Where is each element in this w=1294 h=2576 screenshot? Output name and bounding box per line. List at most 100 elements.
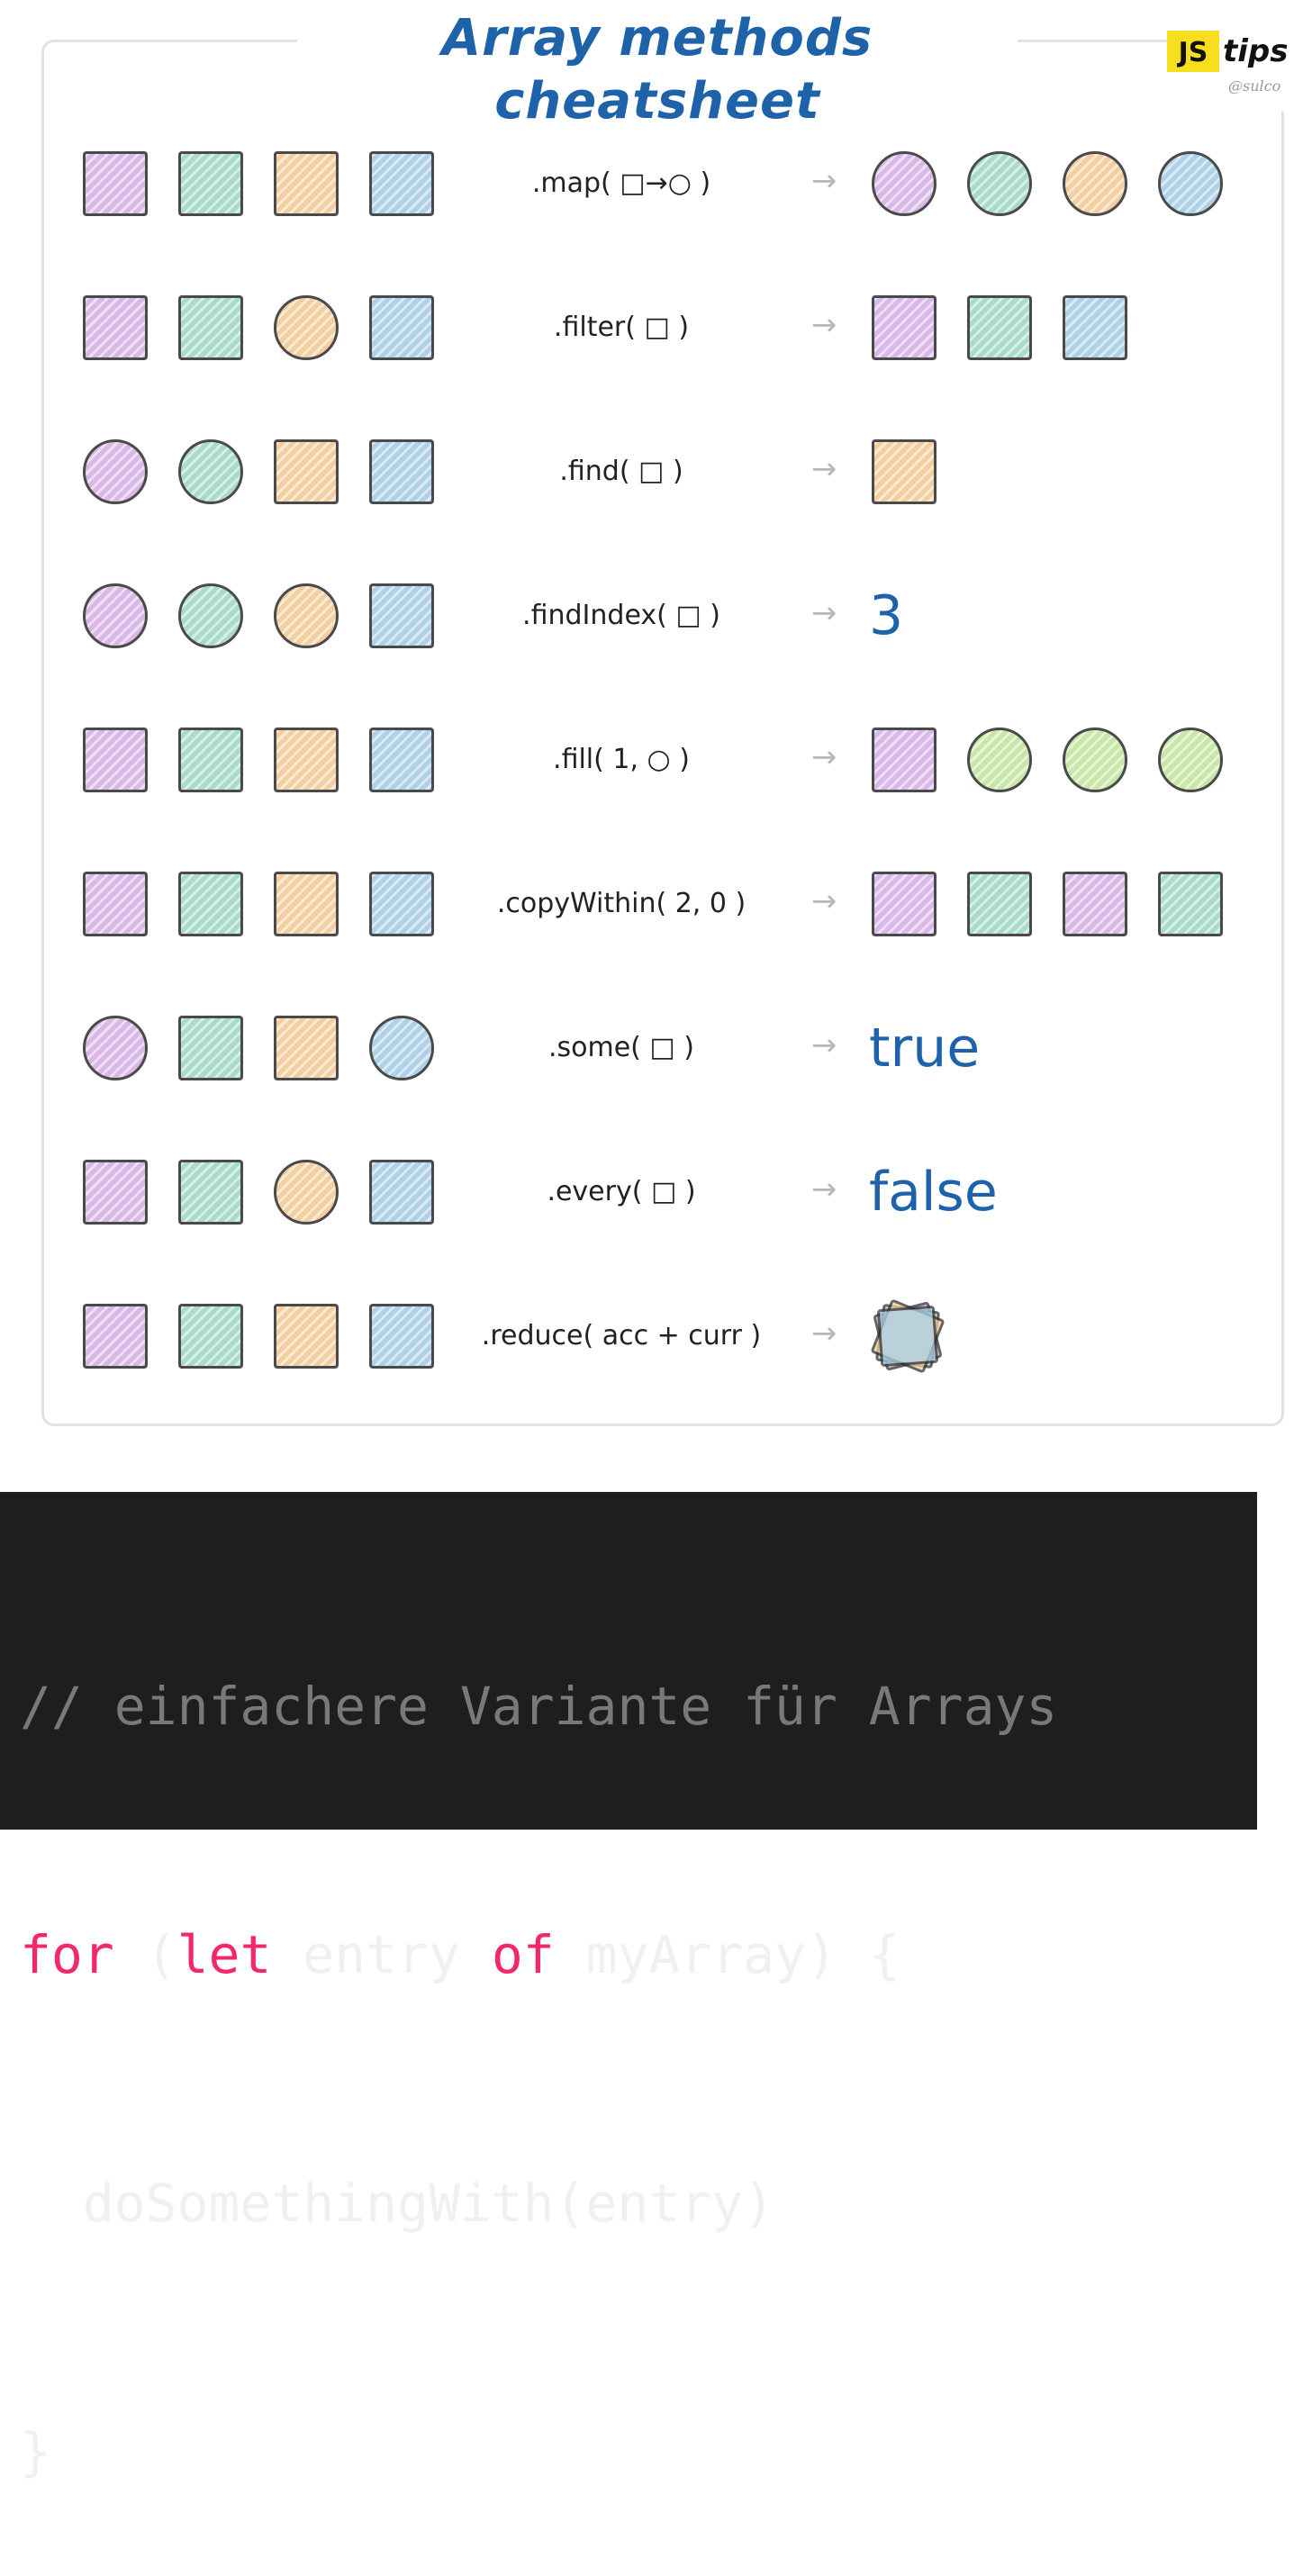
input-teal-circle-2 — [178, 583, 243, 648]
arrow-icon: → — [810, 1315, 837, 1351]
arrow-icon: → — [810, 1171, 837, 1207]
keyword-for: for — [20, 1924, 114, 1985]
input-blue-square-4 — [369, 1304, 434, 1369]
input-blue-square-4 — [369, 872, 434, 936]
input-blue-circle-4 — [369, 1016, 434, 1080]
method-label: .filter( □ ) — [553, 312, 690, 343]
output-purple-square-1 — [872, 728, 937, 792]
input-teal-circle-2 — [178, 439, 243, 504]
result-value: true — [869, 1017, 981, 1080]
input-teal-square-2 — [178, 1304, 243, 1369]
input-teal-square-2 — [178, 295, 243, 360]
input-orange-square-3 — [274, 151, 339, 216]
input-purple-circle-1 — [83, 583, 148, 648]
input-teal-square-2 — [178, 151, 243, 216]
arrow-icon: → — [810, 595, 837, 631]
code-block: // einfachere Variante für Arrays for (l… — [0, 1492, 1257, 2482]
code-text: entry — [271, 1924, 492, 1985]
result-value: false — [869, 1161, 998, 1224]
input-purple-square-1 — [83, 151, 148, 216]
input-orange-circle-3 — [274, 583, 339, 648]
method-rows: .map( □→○ )→.filter( □ )→.find( □ )→.fin… — [0, 134, 1294, 1386]
input-blue-square-4 — [369, 1160, 434, 1225]
method-row: .copyWithin( 2, 0 ) → — [0, 854, 1294, 954]
input-blue-square-4 — [369, 439, 434, 504]
output-purple-square-3 — [1063, 872, 1127, 936]
method-row: .filter( □ ) → — [0, 278, 1294, 377]
arrow-icon: → — [810, 163, 837, 199]
input-purple-circle-1 — [83, 439, 148, 504]
code-text: ( — [113, 1924, 177, 1985]
brand-badge: JS tips @sulco — [1167, 25, 1294, 112]
arrow-icon: → — [810, 883, 837, 919]
input-purple-square-1 — [83, 1160, 148, 1225]
output-orange-circle-3 — [1063, 151, 1127, 216]
input-orange-square-3 — [274, 872, 339, 936]
method-label: .findIndex( □ ) — [522, 600, 720, 631]
arrow-icon: → — [810, 1027, 837, 1063]
input-blue-square-4 — [369, 151, 434, 216]
method-label: .copyWithin( 2, 0 ) — [496, 888, 747, 919]
input-orange-square-3 — [274, 1016, 339, 1080]
input-orange-circle-3 — [274, 295, 339, 360]
method-row: .reduce( acc + curr ) → — [0, 1287, 1294, 1386]
output-blue-square-3 — [1063, 295, 1127, 360]
input-purple-square-1 — [83, 728, 148, 792]
code-body-line: doSomethingWith(entry) — [20, 2173, 775, 2234]
input-purple-square-1 — [83, 872, 148, 936]
method-label: .map( □→○ ) — [531, 167, 711, 199]
method-label: .every( □ ) — [547, 1176, 696, 1207]
method-row: .findIndex( □ ) → 3 — [0, 566, 1294, 665]
method-row: .fill( 1, ○ ) → — [0, 710, 1294, 809]
input-teal-square-2 — [178, 1016, 243, 1080]
output-teal-circle-2 — [967, 151, 1032, 216]
input-orange-square-3 — [274, 439, 339, 504]
method-label: .find( □ ) — [559, 456, 683, 487]
code-comment-line: // einfachere Variante für Arrays — [20, 1676, 1058, 1737]
input-blue-square-4 — [369, 728, 434, 792]
output-purple-square-1 — [872, 872, 937, 936]
input-orange-circle-3 — [274, 1160, 339, 1225]
input-teal-square-2 — [178, 1160, 243, 1225]
method-label: .some( □ ) — [547, 1032, 695, 1063]
method-row: .every( □ ) → false — [0, 1143, 1294, 1242]
code-for-line: for (let entry of myArray) { — [0, 1913, 1257, 1996]
output-orange-square-1 — [872, 439, 937, 504]
output-purple-square-1 — [872, 295, 937, 360]
reduced-stack-icon — [870, 1298, 946, 1374]
output-teal-square-2 — [967, 295, 1032, 360]
cheatsheet-title: Array methods cheatsheet — [297, 7, 1018, 131]
brand-handle: @sulco — [1228, 77, 1281, 95]
input-blue-square-4 — [369, 583, 434, 648]
output-green-circle-4 — [1158, 728, 1223, 792]
arrow-icon: → — [810, 739, 837, 775]
keyword-of: of — [491, 1924, 555, 1985]
output-green-circle-2 — [967, 728, 1032, 792]
output-purple-circle-1 — [872, 151, 937, 216]
result-value: 3 — [869, 584, 904, 647]
code-close-line: } — [20, 2421, 51, 2482]
method-label: .fill( 1, ○ ) — [553, 744, 690, 775]
input-orange-square-3 — [274, 1304, 339, 1369]
brand-tips-label: tips — [1223, 33, 1289, 69]
method-row: .find( □ ) → — [0, 422, 1294, 521]
output-blue-circle-4 — [1158, 151, 1223, 216]
input-teal-square-2 — [178, 872, 243, 936]
output-green-circle-3 — [1063, 728, 1127, 792]
method-row: .some( □ ) → true — [0, 999, 1294, 1098]
js-logo: JS — [1167, 31, 1219, 72]
arrow-icon: → — [810, 451, 837, 487]
input-purple-circle-1 — [83, 1016, 148, 1080]
input-blue-square-4 — [369, 295, 434, 360]
method-label: .reduce( acc + curr ) — [481, 1320, 762, 1351]
input-orange-square-3 — [274, 728, 339, 792]
arrow-icon: → — [810, 307, 837, 343]
method-row: .map( □→○ ) → — [0, 134, 1294, 233]
stacked-blue-square — [876, 1305, 939, 1368]
code-text: myArray) { — [554, 1924, 900, 1985]
input-purple-square-1 — [83, 1304, 148, 1369]
input-purple-square-1 — [83, 295, 148, 360]
input-teal-square-2 — [178, 728, 243, 792]
keyword-let: let — [176, 1924, 272, 1985]
output-teal-square-4 — [1158, 872, 1223, 936]
